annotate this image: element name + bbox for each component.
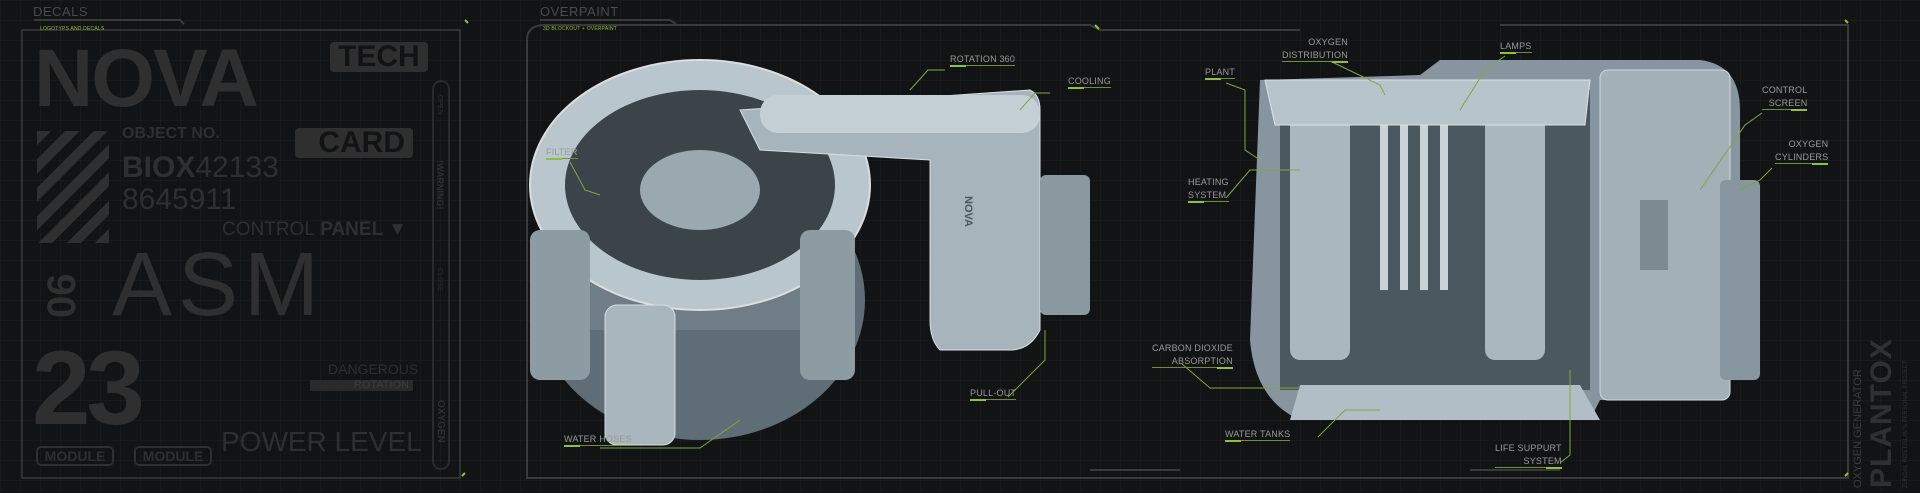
control-label: CONTROL [222,219,315,240]
power-level-label: POWER LEVEL [221,426,422,457]
machine-brand-left: NOVA [962,196,974,227]
side-oxygen: OXYGEN [435,400,446,443]
callout-underline-accent [1812,163,1829,165]
callout-underline-accent [970,399,986,401]
nova-logo: NOVA [34,33,259,124]
callout-underline-accent [1791,109,1808,111]
callout-rotation-360: ROTATION 360 [950,53,1016,67]
asm-logo: ASM [112,235,326,335]
title-name: PLANTOX [1867,338,1897,488]
rotation-label: ROTATION [310,380,413,391]
callout-plant: PLANT [1205,66,1236,80]
section-title-decals: DECALS [33,4,89,19]
tech-logo: TECH [330,42,428,72]
callout-water-tanks: WATER TANKS [1225,428,1291,442]
callout-underline-accent [1216,367,1233,369]
section-title-overpaint: OVERPAINT [540,4,619,19]
callout-underline-accent [1188,201,1204,203]
callout-underline-accent [1205,78,1221,80]
serial-number: 8645911 [122,183,237,216]
callout-filter: FILTER [546,146,578,160]
callout-cooling: COOLING [1068,75,1111,89]
code-06: 06 [40,273,84,319]
oxygen-generator-model [1250,60,1760,420]
callout-underline-accent [950,65,966,67]
side-open: OPEN [436,95,443,115]
module-badge-2: MODULE [134,446,212,466]
biox-number: 42133 [195,151,279,184]
callout-lamps: LAMPS [1500,40,1532,54]
side-close: CLOSE [436,268,443,292]
module-number-23: 23 [32,330,145,447]
callout-underline-accent [1068,87,1084,89]
section-subtitle-overpaint: 3D BLOCKOUT + OVERPAINT [543,26,618,32]
title-category: OXYGEN GENERATOR [1852,369,1864,488]
callout-underline-accent [1225,440,1241,442]
callout-underline-accent [1500,52,1516,54]
biox-prefix: BIOX [122,151,196,184]
callout-underline-accent [1545,467,1562,469]
callout-underline-accent [546,158,562,160]
callout-underline-accent [1331,61,1348,63]
hazard-stripes [37,131,109,243]
title-credit: ZUNDAL ROSTISLAV'S PERSONAL PROJECT [1903,360,1909,488]
object-no-label: OBJECT NO. [122,125,220,142]
panel-label: PANEL [320,219,383,240]
dangerous-label: DANGEROUS [328,361,419,377]
callout-underline-accent [564,445,580,447]
rotating-drum-model [529,59,1090,446]
module-badge-1: MODULE [36,446,114,466]
side-warning: !WARNING! [435,160,445,210]
section-subtitle-decals: LOGOTYPS AND DECALS [40,26,105,32]
callout-pull-out: PULL-OUT [970,387,1017,401]
callout-water-hoses: WATER HOSES [564,433,632,447]
side-gauge [432,80,450,470]
card-badge: CARD [295,128,413,158]
